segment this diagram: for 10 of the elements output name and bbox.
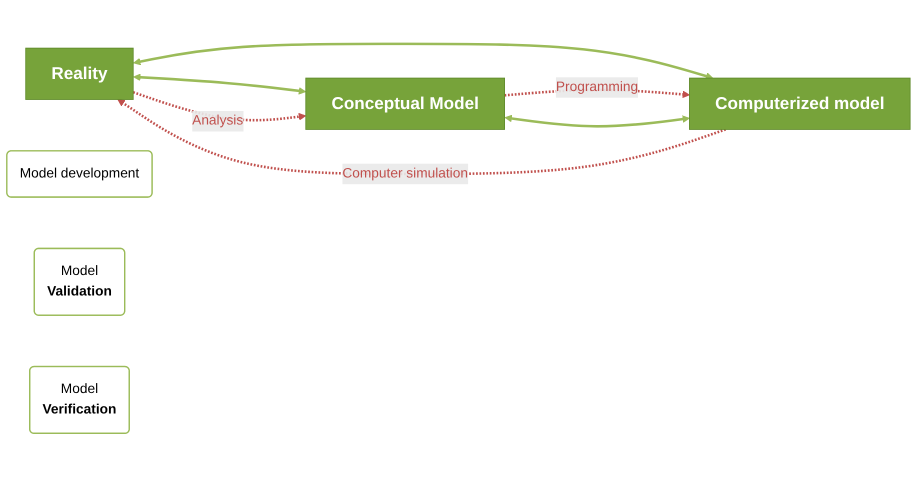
node-box: Computerized model bbox=[689, 78, 911, 130]
edge-label: Programming bbox=[556, 80, 638, 94]
node-box: Reality bbox=[25, 48, 134, 100]
edge-label: Analysis bbox=[192, 114, 244, 128]
arrow bbox=[117, 99, 726, 176]
edge-label: Computer simulation bbox=[342, 166, 468, 181]
arrow bbox=[133, 73, 306, 95]
arrow bbox=[133, 42, 714, 80]
node-box: Conceptual Model bbox=[305, 78, 505, 130]
arrow bbox=[504, 114, 690, 128]
